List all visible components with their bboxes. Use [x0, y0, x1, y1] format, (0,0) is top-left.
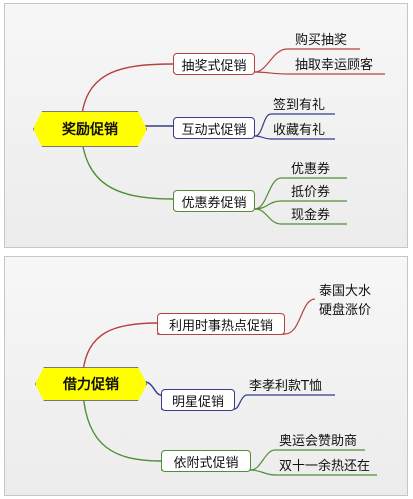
- leaf-text: 双十一余热还在: [279, 459, 371, 474]
- connector-leaf-1-2: [254, 71, 385, 75]
- connector-leaf-3-1: [250, 449, 365, 471]
- leaf-text: 签到有礼: [273, 98, 326, 113]
- branch-node-affiliated: 依附式促销: [161, 450, 251, 472]
- leaf-text: 抽取幸运顾客: [295, 58, 374, 73]
- connector-root-branch-3: [80, 131, 174, 200]
- connector-leaf-2-1: [234, 394, 335, 410]
- mindmap-panel-reward: 奖励促销 抽奖式促销 互动式促销 优惠券促销 购买抽奖 抽取幸运顾客 签到有礼 …: [4, 3, 408, 248]
- connector-root-branch-1: [80, 63, 174, 123]
- connector-leaf-3-1: [254, 177, 347, 210]
- connector-leaf-1-1: [284, 298, 316, 335]
- leaf-text: 收藏有礼: [273, 123, 326, 138]
- connector-leaf-3-2: [254, 200, 347, 210]
- leaf-text: 奥运会赞助商: [279, 434, 358, 449]
- connector-leaf-3-2: [250, 469, 377, 476]
- root-node: 借力促销: [35, 367, 147, 401]
- leaf-text: 优惠券: [291, 162, 331, 177]
- leaf-text: 泰国大水: [319, 284, 372, 299]
- branch-node-celebrity: 明星促销: [161, 389, 235, 411]
- leaf-text: 抵价券: [291, 185, 331, 200]
- connector-leaf-3-3: [254, 208, 347, 225]
- mindmap-panel-leverage: 借力促销 利用时事热点促销 明星促销 依附式促销 泰国大水 硬盘涨价 李孝利款T…: [4, 256, 408, 496]
- connector-root-branch-2: [144, 381, 162, 396]
- branch-node-lottery: 抽奖式促销: [173, 53, 255, 75]
- connector-root-branch-3: [82, 392, 162, 462]
- connector-leaf-2-1: [254, 113, 335, 137]
- leaf-text: 硬盘涨价: [319, 303, 372, 318]
- leaf-text: 购买抽奖: [295, 33, 348, 48]
- connector-root-branch-1: [82, 322, 158, 373]
- branch-node-interactive: 互动式促销: [173, 117, 255, 139]
- branch-node-current-events: 利用时事热点促销: [157, 313, 285, 335]
- root-node: 奖励促销: [33, 111, 147, 147]
- leaf-text: 现金券: [291, 208, 331, 223]
- connector-leaf-1-1: [254, 48, 360, 73]
- leaf-text: 李孝利款T恤: [249, 379, 322, 394]
- branch-node-coupon: 优惠券促销: [173, 190, 255, 212]
- connector-leaf-2-2: [254, 135, 335, 140]
